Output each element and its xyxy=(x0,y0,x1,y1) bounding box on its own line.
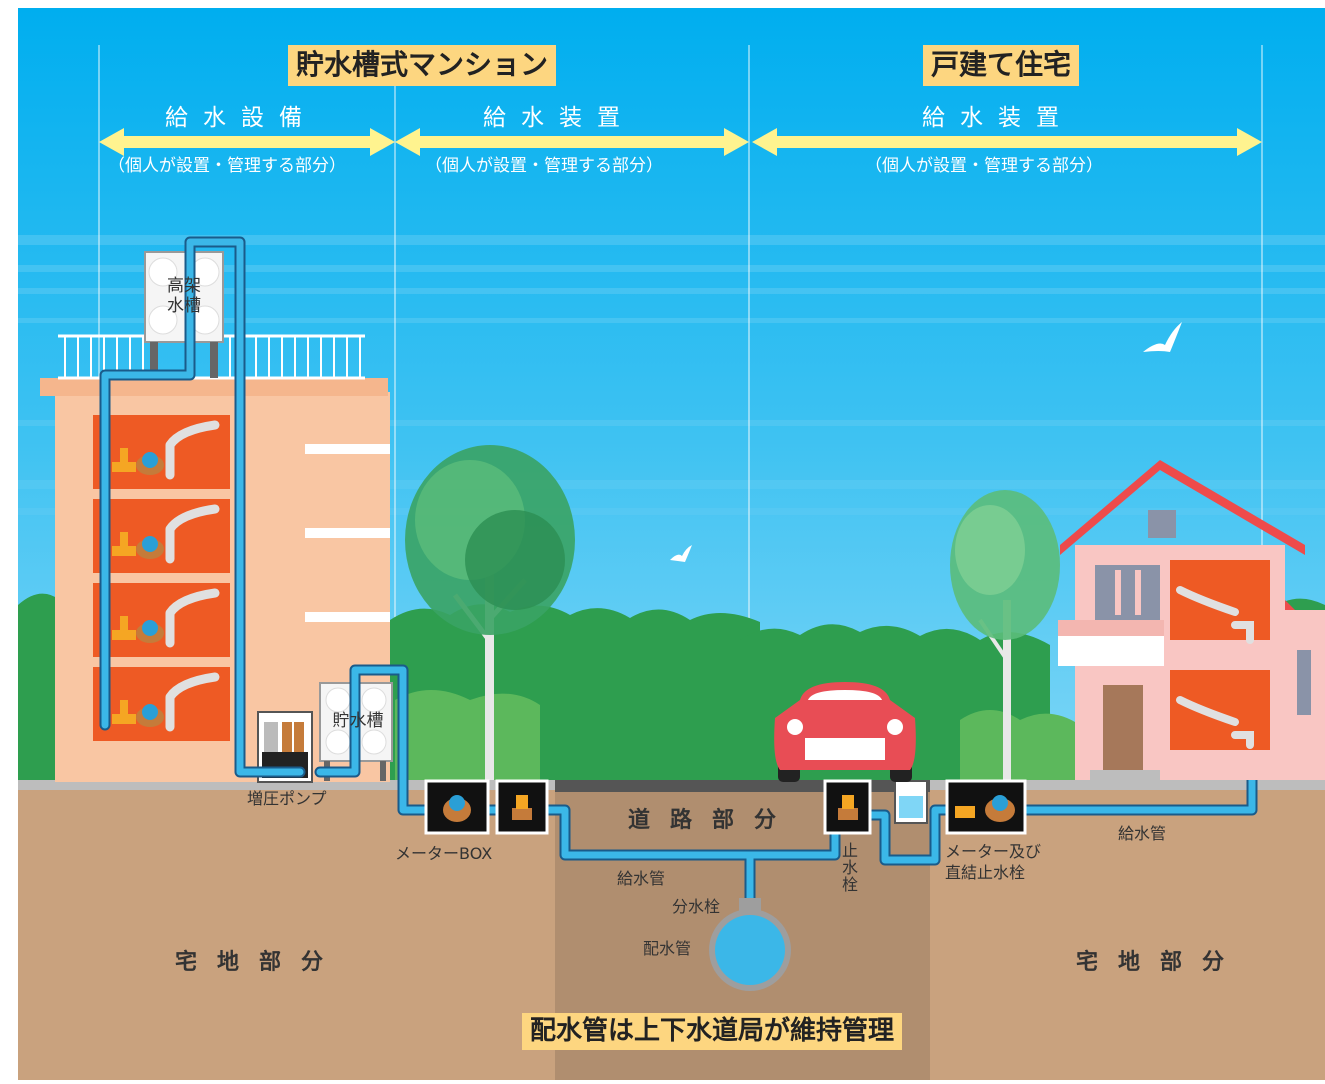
label-supply-device-left: 給水装置 xyxy=(483,105,635,131)
label-stop-valve: 止水栓 xyxy=(841,841,858,894)
unit-fixtures xyxy=(112,420,220,732)
house xyxy=(1058,460,1325,780)
forest-light xyxy=(395,690,1080,790)
label-residential-left: 宅地部分 xyxy=(175,950,344,975)
road-surface xyxy=(555,780,930,792)
label-booster-pump: 増圧ポンプ xyxy=(247,789,327,808)
section-arrows xyxy=(99,128,1262,156)
bird-icon xyxy=(1143,322,1182,352)
note-2: （個人が設置・管理する部分） xyxy=(425,156,663,176)
tree-left xyxy=(405,445,575,785)
label-storage-tank: 貯水槽 xyxy=(332,711,384,731)
title-house: 戸建て住宅 xyxy=(923,45,1080,86)
note-1: （個人が設置・管理する部分） xyxy=(108,156,346,176)
car xyxy=(774,682,916,782)
note-3: （個人が設置・管理する部分） xyxy=(865,156,1103,176)
tree-right xyxy=(950,490,1060,785)
title-mansion: 貯水槽式マンション xyxy=(288,45,557,86)
elevated-tank xyxy=(144,251,224,378)
distribution-main xyxy=(709,898,791,991)
label-meter-box: メーターBOX xyxy=(395,844,493,863)
sky-stripes xyxy=(18,235,1325,515)
label-distribution-pipe: 配水管 xyxy=(643,939,692,958)
pipes xyxy=(99,236,1258,911)
label-branch-valve: 分水栓 xyxy=(672,897,721,916)
label-elevated-tank: 高架水槽 xyxy=(167,276,201,317)
label-meter-and-valve-2: 直結止水栓 xyxy=(945,863,1026,882)
bird-icon-small xyxy=(670,545,692,562)
footer-caption: 配水管は上下水道局が維持管理 xyxy=(522,1013,903,1050)
label-supply-device-right: 給水装置 xyxy=(922,105,1074,131)
label-road-part: 道路部分 xyxy=(628,808,797,833)
label-supply-equipment: 給水設備 xyxy=(165,105,317,131)
label-residential-right: 宅地部分 xyxy=(1076,950,1245,975)
label-meter-and-valve-1: メーター及び xyxy=(945,842,1042,861)
meter-boxes xyxy=(424,779,1027,835)
label-supply-pipe-right: 給水管 xyxy=(1118,824,1167,843)
label-supply-pipe-left: 給水管 xyxy=(617,869,666,888)
